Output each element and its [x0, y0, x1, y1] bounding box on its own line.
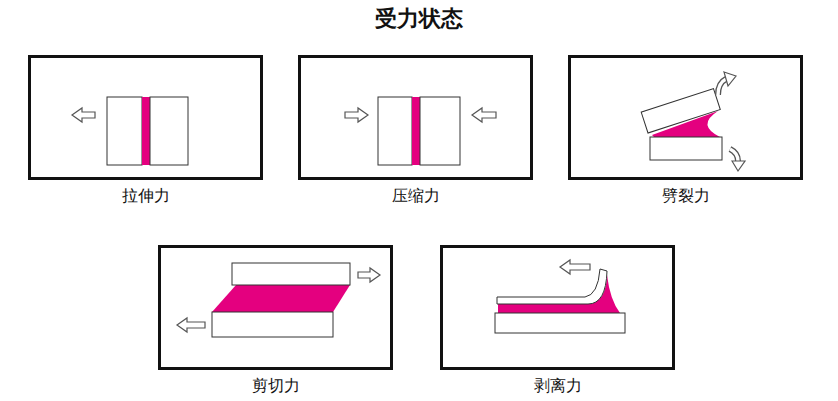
- force-arrow: [345, 108, 368, 122]
- force-arrow: [358, 268, 380, 282]
- panel-caption: 拉伸力: [28, 186, 263, 206]
- panel-caption: 剥离力: [440, 376, 675, 396]
- substrate-plate: [495, 313, 625, 333]
- force-arrow: [472, 108, 496, 122]
- force-panel: 剪切力: [158, 245, 393, 396]
- force-illustration: [568, 55, 803, 180]
- arrow-head: [724, 72, 736, 86]
- substrate-plate: [150, 97, 188, 165]
- diagram-title: 受力状态: [0, 4, 838, 34]
- force-illustration: [298, 55, 533, 180]
- force-illustration: [440, 245, 675, 370]
- force-arrow: [730, 149, 738, 161]
- force-arrow: [718, 79, 726, 95]
- force-panel: 拉伸力: [28, 55, 263, 206]
- panel-caption: 压缩力: [298, 186, 533, 206]
- adhesive-layer: [142, 97, 150, 165]
- substrate-plate: [232, 263, 350, 285]
- substrate-plate: [650, 137, 722, 160]
- substrate-plate: [212, 312, 333, 337]
- substrate-plate: [641, 89, 720, 133]
- substrate-plate: [420, 97, 460, 165]
- panel-caption: 劈裂力: [568, 186, 803, 206]
- arrow-head: [732, 161, 745, 171]
- adhesive-layer: [212, 285, 350, 312]
- force-panel: 劈裂力: [568, 55, 803, 206]
- force-panel: 压缩力: [298, 55, 533, 206]
- force-arrow: [177, 318, 205, 332]
- force-illustration: [28, 55, 263, 180]
- panel-caption: 剪切力: [158, 376, 393, 396]
- force-arrow-inner: [730, 149, 738, 161]
- force-arrow: [72, 108, 95, 122]
- force-illustration: [158, 245, 393, 370]
- adhesive-layer: [412, 97, 420, 165]
- force-arrow-inner: [718, 79, 726, 95]
- force-panel: 剥离力: [440, 245, 675, 396]
- peeled-strip: [497, 269, 607, 304]
- substrate-plate: [107, 97, 142, 165]
- substrate-plate: [378, 97, 412, 165]
- force-arrow: [560, 260, 590, 274]
